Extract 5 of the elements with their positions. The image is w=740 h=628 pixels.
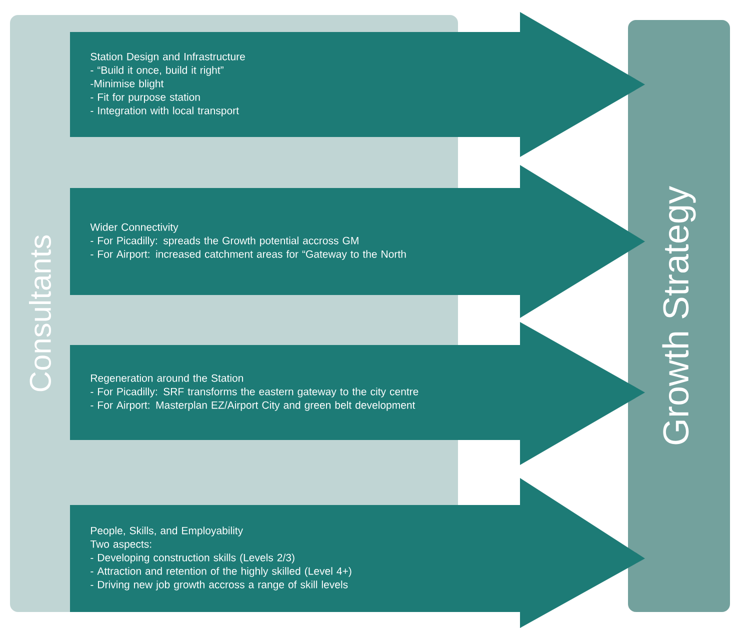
arrow-box: Wider Connectivity - For Picadilly: spreads the Growth potential accross GM - For Airport: increased catchment areas for “Gateway to the North — [70, 165, 645, 318]
arrow-box: People, Skills, and Employability Two aspects: - Developing construction skills (Levels 2/3) - Attraction and retention of the highly skilled (Level 4+) - Driving new job growth accross a range of skill levels — [70, 478, 645, 628]
arrow-box: Station Design and Infrastructure - “Build it once, build it right” -Minimise blight - Fit for purpose station - Integration with local transport — [70, 12, 645, 157]
arrow-box: Regeneration around the Station - For Picadilly: SRF transforms the eastern gateway to the city centre - For Airport: Masterplan EZ/Airport City and green belt development — [70, 322, 645, 465]
side-panel: Growth Strategy — [628, 20, 730, 612]
